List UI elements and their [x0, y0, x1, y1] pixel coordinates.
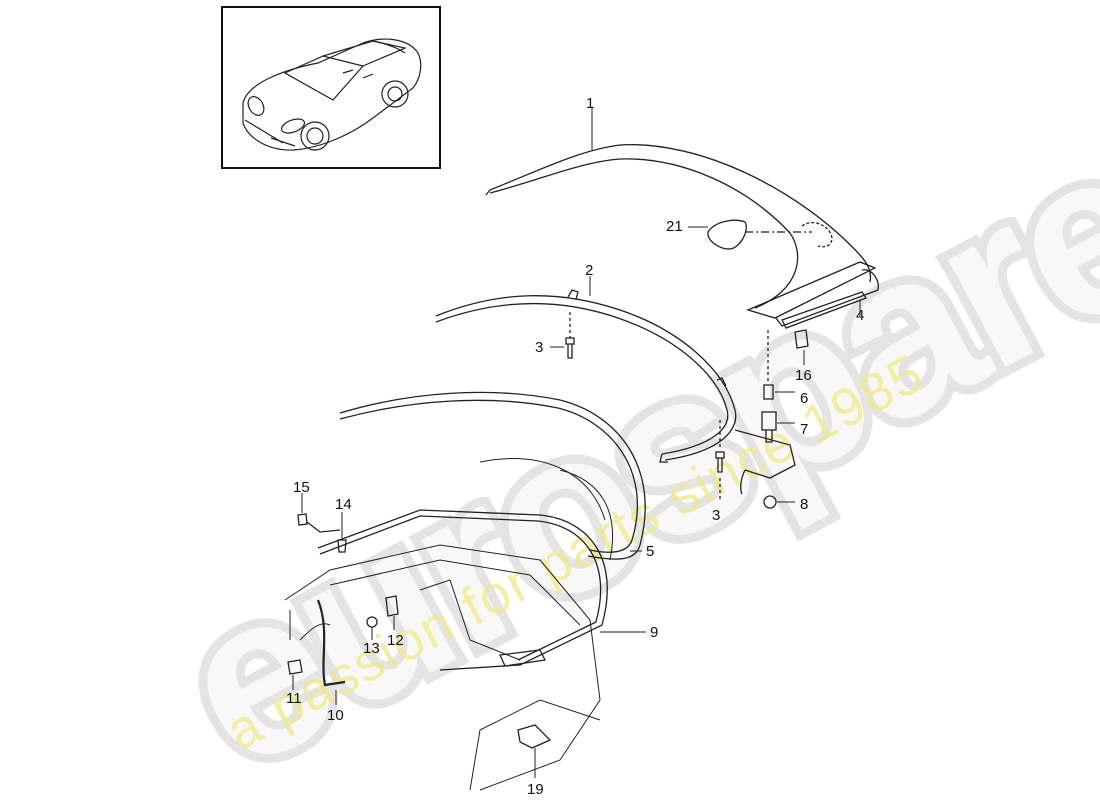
callout-9: 9 [650, 624, 659, 641]
callout-14: 14 [335, 496, 352, 513]
part-3-screw-lower [715, 420, 725, 500]
part-8-nut [763, 495, 777, 509]
part-21-pad [707, 219, 747, 250]
callout-8: 8 [800, 496, 809, 513]
part-2-bow-seal [435, 289, 737, 463]
part-3-screw-upper [565, 312, 575, 359]
callout-13: 13 [363, 640, 380, 657]
part-6-bolt [763, 384, 774, 400]
callout-6: 6 [800, 390, 809, 407]
callout-4: 4 [856, 307, 865, 324]
callout-12: 12 [387, 632, 404, 649]
car-overview-icon [242, 38, 422, 151]
part-4-trim [781, 291, 867, 329]
part-14-screw [337, 539, 347, 553]
part-1-roof-panel [485, 144, 879, 327]
rear-body-structure [284, 458, 614, 791]
part-10-hose [316, 599, 346, 687]
part-5-seal [339, 391, 646, 560]
callout-21: 21 [666, 218, 683, 235]
part-12-bracket [385, 595, 399, 617]
callout-3: 3 [712, 507, 721, 524]
part-16-clip [794, 329, 809, 349]
part-11-clip [287, 659, 303, 675]
callout-15: 15 [293, 479, 310, 496]
callout-7: 7 [800, 421, 809, 438]
part-19-block [517, 724, 552, 749]
car-thumbnail [221, 6, 441, 169]
callout-5: 5 [646, 543, 655, 560]
callout-16: 16 [795, 367, 812, 384]
callout-2: 2 [585, 262, 594, 279]
part-7-mount [761, 411, 777, 431]
part-9-frame [317, 509, 608, 671]
callout-1: 1 [586, 95, 595, 112]
callout-19: 19 [527, 781, 544, 798]
part-15-clip [297, 513, 308, 526]
callout-11: 11 [286, 690, 302, 707]
callout-3: 3 [535, 339, 544, 356]
part-13-nut [366, 616, 378, 628]
callout-10: 10 [327, 707, 344, 724]
